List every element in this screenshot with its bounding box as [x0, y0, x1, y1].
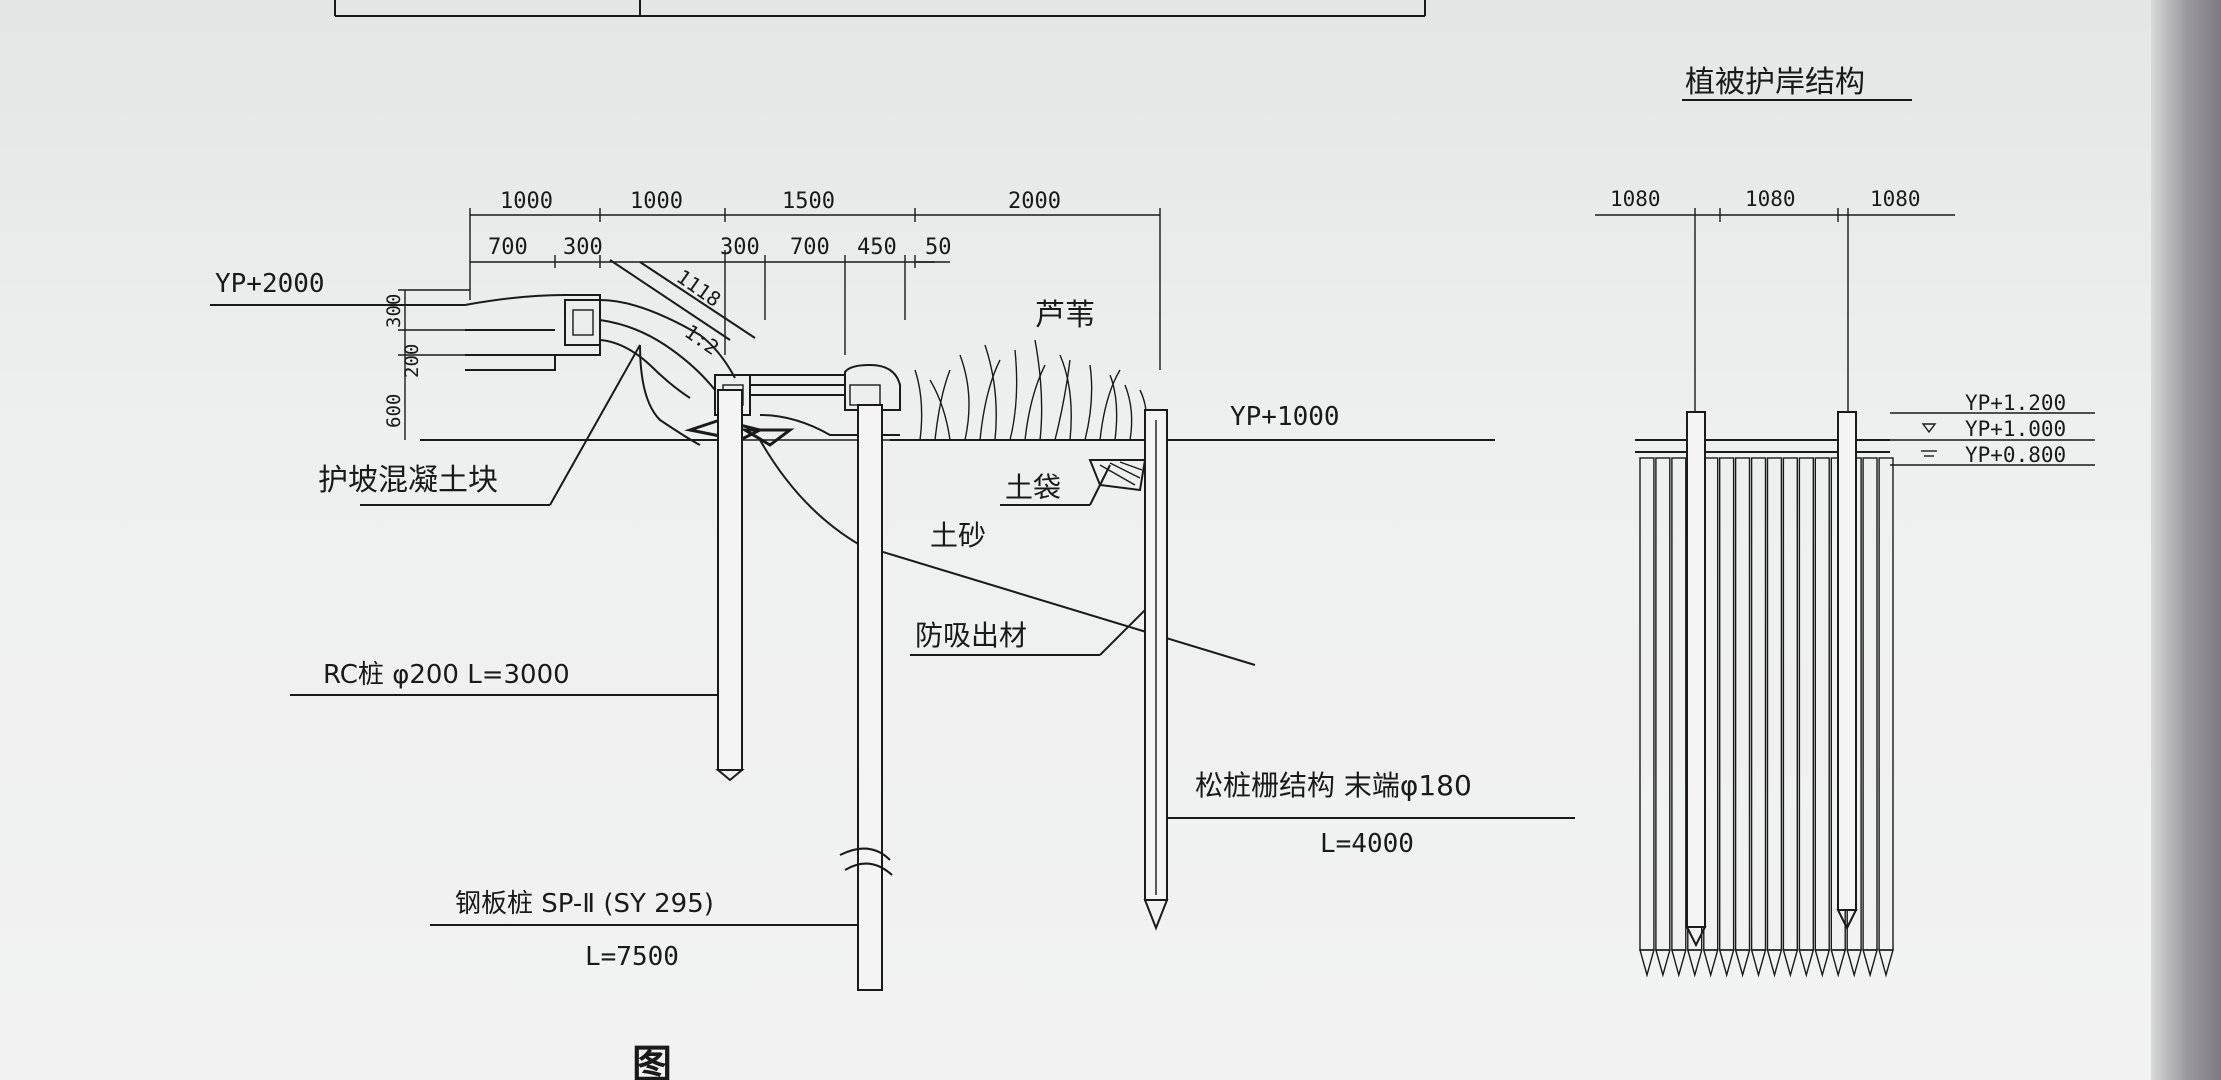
level-1200: YP+1.200 — [1965, 391, 2066, 415]
dim-top-1: 1000 — [500, 189, 553, 214]
reeds — [914, 339, 1148, 441]
fence-pile-tip — [1718, 949, 1735, 978]
fence-pile — [1766, 457, 1783, 951]
slope-length-label: 1118 — [672, 264, 725, 311]
fence-posts — [1685, 411, 1858, 948]
fence-pile-tip — [1846, 949, 1863, 978]
fence-pile — [1671, 457, 1687, 951]
pine-fence-label: 松桩栅结构 末端φ180 — [1195, 769, 1472, 802]
soil-bag — [1088, 459, 1147, 492]
pine-pile — [1143, 409, 1169, 931]
fence-pile — [1750, 457, 1767, 951]
sand-boundary — [759, 439, 1256, 666]
soil-sand-label: 土砂 — [930, 519, 986, 552]
dim-vert-3: 600 — [383, 394, 405, 428]
dim-sub-5: 450 — [857, 235, 897, 260]
fence-pile-tip — [1798, 949, 1815, 978]
fence-pile — [1782, 457, 1799, 951]
fence-pile-tip — [1750, 949, 1767, 978]
embankment: 1118 1:2 — [464, 259, 756, 446]
fence-pile-tip — [1830, 949, 1847, 978]
right-dim-2: 1080 — [1745, 187, 1796, 211]
fence-pile — [1655, 457, 1671, 951]
yp2000-label: YP+2000 — [215, 269, 325, 299]
vertical-dimensions: 300 200 600 — [383, 289, 470, 440]
dim-sub-6: 50 — [925, 235, 952, 260]
dim-sub-4: 700 — [790, 235, 830, 260]
dim-top-4: 2000 — [1008, 189, 1061, 214]
dim-sub-1: 700 — [488, 235, 528, 260]
rc-pile — [717, 389, 743, 771]
steel-sheet-pile — [839, 404, 893, 991]
fence-pile-tip — [1862, 949, 1879, 978]
pine-length-label: L=4000 — [1320, 829, 1414, 859]
top-dimension-line: 1000 1000 1500 2000 — [469, 189, 1161, 370]
anti-suction-label: 防吸出材 — [915, 619, 1027, 652]
slope-ratio-label: 1:2 — [680, 319, 723, 359]
vegetation-revetment-title: 植被护岸结构 — [1685, 65, 1865, 100]
dim-vert-2: 200 — [401, 344, 423, 378]
steel-length-label: L=7500 — [585, 942, 679, 972]
figure-caption: 图 — [632, 1042, 672, 1080]
fence-pile — [1798, 457, 1815, 951]
fence-pile-tip — [1734, 949, 1751, 978]
fence-pile-tip — [1639, 949, 1655, 978]
fence-pile — [1734, 457, 1751, 951]
steel-pile-label: 钢板桩 SP-Ⅱ (SY 295) — [455, 889, 714, 919]
right-dim-3: 1080 — [1870, 187, 1921, 211]
level-1000: YP+1.000 — [1965, 417, 2066, 441]
fence-pile — [1639, 457, 1655, 951]
rc-pile-label: RC桩 φ200 L=3000 — [323, 660, 570, 690]
dim-sub-3: 300 — [720, 235, 760, 260]
slope-block-label: 护坡混凝土块 — [318, 463, 498, 498]
fence-pile-tip — [1814, 949, 1831, 978]
fence-pile — [1718, 457, 1735, 951]
table-remnant — [334, 0, 1426, 17]
fence-pile — [1878, 457, 1894, 951]
fence-pile-tip — [1686, 949, 1703, 978]
right-levels: YP+1.200 YP+1.000 YP+0.800 — [1635, 391, 2095, 467]
fence-pile-tip — [1878, 949, 1894, 978]
fence-pile — [1862, 457, 1878, 951]
fence-pile-tip — [1702, 949, 1719, 978]
fence-pile-tip — [1782, 949, 1799, 978]
dim-vert-1: 300 — [383, 294, 405, 328]
fence-pile-tip — [1766, 949, 1783, 978]
level-0800: YP+0.800 — [1965, 443, 2066, 467]
page-edge-shadow — [2151, 0, 2221, 1080]
yp1000-label: YP+1000 — [1230, 402, 1340, 432]
right-dimensions: 1080 1080 1080 — [1595, 187, 1955, 420]
sub-dimension-line: 700 300 300 700 450 50 — [470, 235, 952, 355]
fence-pile — [1814, 457, 1830, 951]
fence-pile-tip — [1670, 949, 1687, 978]
soil-bag-label: 土袋 — [1005, 471, 1061, 504]
dim-sub-2: 300 — [563, 235, 603, 260]
right-dim-1: 1080 — [1610, 187, 1661, 211]
dim-top-3: 1500 — [782, 189, 835, 214]
reed-label: 芦苇 — [1035, 298, 1095, 333]
fence-pile-tip — [1654, 949, 1671, 978]
dim-top-2: 1000 — [630, 189, 683, 214]
